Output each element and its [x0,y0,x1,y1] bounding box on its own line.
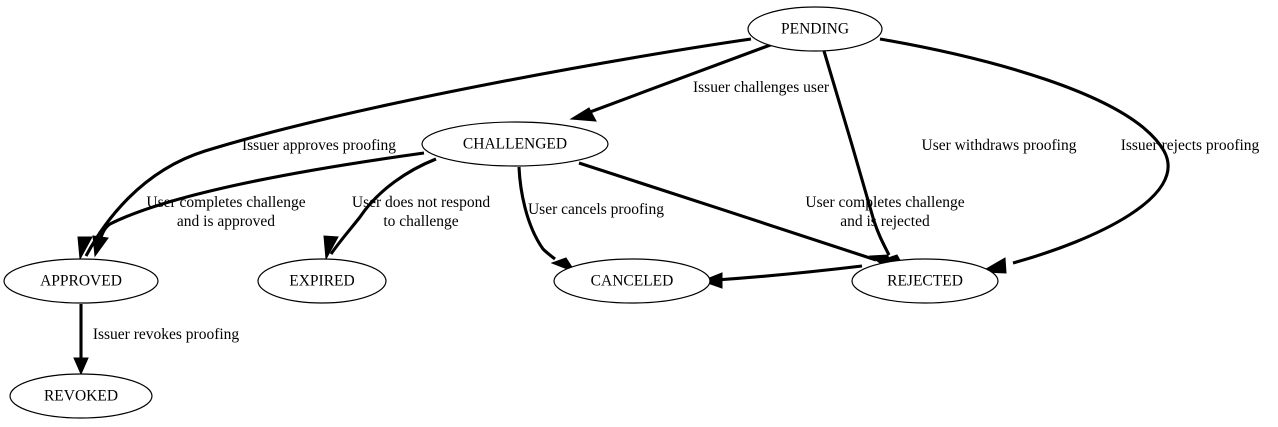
arrowhead-icon [323,235,339,261]
node-challenged[interactable]: CHALLENGED [421,121,609,167]
node-label: EXPIRED [289,273,354,290]
edge-line [517,166,556,261]
node-shape[interactable] [747,6,883,52]
arrowhead-icon [700,272,723,289]
edge-line [715,264,863,282]
node-revoked[interactable]: REVOKED [9,373,153,419]
edge-challenged-canceled [517,166,577,274]
edge-line [581,42,774,117]
edge-label-pending-approved: Issuer approves proofing [242,137,396,154]
edge-line [578,161,877,262]
edge-line [329,157,437,255]
edge-line [822,50,891,256]
edge-label-pending-rejected: Issuer rejects proofing [1121,137,1260,154]
node-label: CHALLENGED [463,136,567,153]
edge-challenged-approved [92,151,425,258]
edge-approved-revoked [73,304,89,376]
node-rejected[interactable]: REJECTED [851,258,999,304]
node-expired[interactable]: EXPIRED [257,258,387,304]
nodes-layer: PENDING CHALLENGED APPROVED EXPIRED CANCELED… [3,6,999,419]
edge-label-approved-revoked: Issuer revokes proofing [93,326,240,343]
node-shape[interactable] [851,258,999,304]
arrowhead-icon [73,357,89,376]
edge-line [879,37,1170,265]
edge-label-pending-canceled: User withdraws proofing [922,137,1077,154]
edge-pending-canceled [822,50,907,270]
node-label: CANCELED [591,273,674,290]
node-label: REVOKED [44,388,118,405]
node-approved[interactable]: APPROVED [3,258,159,304]
node-label: PENDING [781,21,849,38]
arrowhead-icon [77,236,93,261]
edge-label-challenged-canceled: User cancels proofing [528,201,664,218]
node-pending[interactable]: PENDING [747,6,883,52]
edge-line [97,151,425,246]
edge-line [84,37,752,257]
edge-labels-layer: Issuer approves proofing Issuer challenge… [93,79,1260,343]
node-shape[interactable] [9,373,153,419]
edge-pending-approved [77,37,752,261]
node-shape[interactable] [553,258,711,304]
edge-rejected-canceled [700,264,863,289]
node-label: APPROVED [40,273,122,290]
arrowhead-icon [92,235,109,258]
edge-challenged-expired [323,157,437,261]
node-shape[interactable] [3,258,159,304]
edge-label-pending-challenged: Issuer challenges user [693,79,830,96]
edge-pending-rejected [879,37,1170,274]
arrowhead-icon [569,107,597,122]
edge-pending-challenged [569,42,774,122]
node-shape[interactable] [257,258,387,304]
node-shape[interactable] [421,121,609,167]
node-canceled[interactable]: CANCELED [553,258,711,304]
node-label: REJECTED [887,273,963,290]
